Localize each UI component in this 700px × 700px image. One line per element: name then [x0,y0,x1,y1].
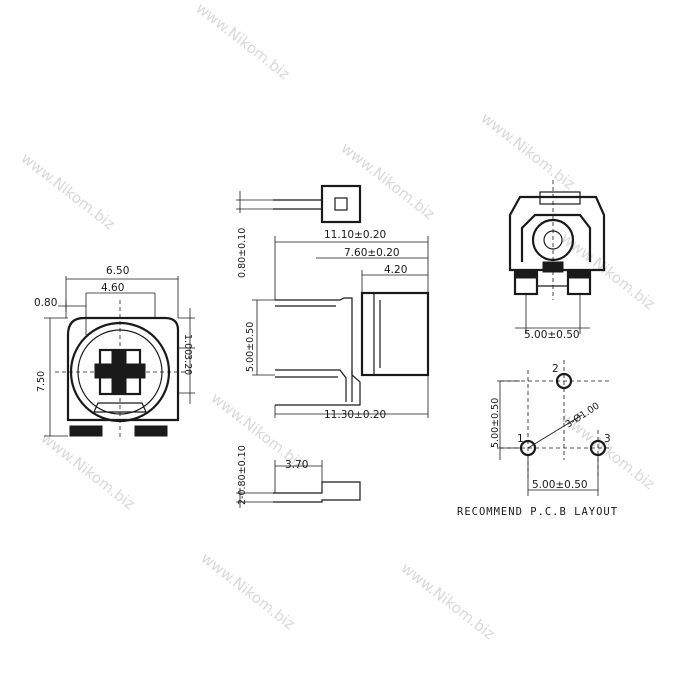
dim-width-inner: 4.60 [101,282,124,294]
dim-length-mid: 7.60±0.20 [344,247,400,259]
dim-width-overall: 6.50 [106,265,129,277]
dim-offset-top: 1.00 [182,334,193,355]
watermark-text: www.Nikom.biz [38,429,139,513]
dim-center-height: 3.20 [182,354,193,375]
watermark-text: www.Nikom.biz [398,559,499,643]
watermark-text: www.Nikom.biz [338,139,439,223]
dim-pin-thickness-bottom: 2-0.80±0.10 [237,445,248,505]
dim-height-overall: 7.50 [36,371,47,392]
pcb-hole-2 [555,372,573,390]
dim-pin-pitch: 5.00±0.50 [245,322,256,372]
pin-label-2: 2 [552,363,559,375]
dim-pcb-vertical: 5.00±0.50 [490,398,501,448]
dim-length-overall: 11.10±0.20 [324,229,386,241]
watermark-text: www.Nikom.biz [198,549,299,633]
watermark-text: www.Nikom.biz [478,109,579,193]
dim-offset-left: 0.80 [34,297,57,309]
watermark-text: www.Nikom.biz [18,149,119,233]
dim-length-bottom: 11.30±0.20 [324,409,386,421]
dim-back-pin-spacing: 5.00±0.50 [524,329,580,341]
watermark-layer: www.Nikom.biz www.Nikom.biz www.Nikom.bi… [18,0,659,643]
back-view: 5.00±0.50 [508,180,606,341]
dim-pin-bend: 3.70 [285,459,308,471]
pcb-layout-caption: RECOMMEND P.C.B LAYOUT [457,506,618,518]
front-view: 6.50 4.60 0.80 7.50 1.00 3.20 [34,265,195,440]
dim-pcb-horizontal: 5.00±0.50 [532,479,588,491]
pin-label-3: 3 [604,433,611,445]
pin-label-1: 1 [517,433,524,445]
dim-body-depth: 4.20 [384,264,407,276]
dim-pin-thickness-top: 0.80±0.10 [237,228,248,278]
watermark-text: www.Nikom.biz [193,0,294,83]
side-view: 0.80±0.10 11.10±0.20 7.60±0.20 4.20 5.00… [236,184,430,508]
